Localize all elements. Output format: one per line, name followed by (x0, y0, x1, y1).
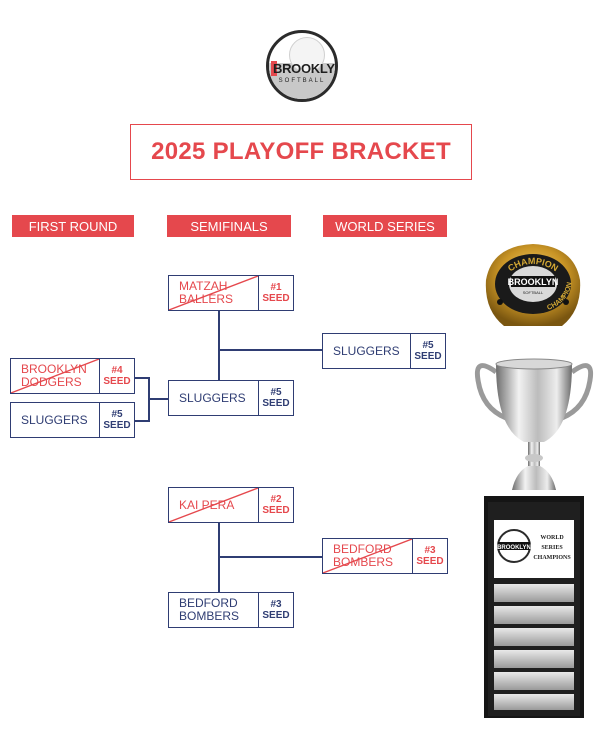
seed-word: SEED (103, 376, 131, 387)
team-name-line1: BROOKLYN (21, 362, 87, 376)
ring-word: BROOKLYN (508, 277, 559, 287)
team-name-line1: SLUGGERS (179, 390, 246, 405)
seed-number: #3 (270, 599, 282, 610)
connector (218, 349, 322, 351)
team-name-line1: MATZAH (179, 279, 228, 293)
seed-word: SEED (414, 351, 442, 362)
connector (148, 377, 150, 422)
eliminated-strike (169, 276, 258, 310)
seed-word: SEED (262, 610, 290, 621)
team-name-line2: BOMBERS (333, 555, 394, 569)
seed-number: #5 (111, 409, 123, 420)
team-name-line1: SLUGGERS (21, 412, 88, 427)
team-name-line1: SLUGGERS (333, 343, 400, 358)
seed-word: SEED (262, 505, 290, 516)
ring-sub: SOFTBALL (523, 290, 544, 295)
connector (218, 523, 220, 592)
seed-word: SEED (262, 398, 290, 409)
team-name-line2: BALLERS (179, 292, 234, 306)
seed-number: #5 (270, 387, 282, 398)
championship-ring-image: BROOKLYN SOFTBALL CHAMPION CHAMPION (485, 244, 581, 326)
logo-sub: SOFTBALL (278, 78, 326, 84)
round-header-world-series: WORLD SERIES (323, 215, 447, 237)
connector (218, 556, 322, 558)
seed-number: #2 (270, 494, 282, 505)
brooklyn-softball-logo: BROOKLYN SOFTBALL (266, 30, 338, 102)
seed-number: #3 (424, 545, 436, 556)
seed-number: #4 (111, 365, 123, 376)
connector (135, 420, 149, 422)
plaque-line3: CHAMPIONS (533, 555, 571, 561)
connector (135, 377, 149, 379)
team-name-line2: DODGERS (21, 375, 82, 389)
trophy-image: BROOKLYN WORLD SERIES CHAMPIONS (474, 358, 594, 718)
eliminated-strike (323, 539, 412, 573)
connector (148, 398, 170, 400)
plaque-line2: SERIES (541, 545, 563, 551)
team-name-line1: BEDFORD (179, 596, 238, 610)
trophy-logo-word: BROOKLYN (497, 545, 531, 551)
seed-word: SEED (262, 293, 290, 304)
plaque-line1: WORLD (540, 535, 564, 541)
softball-icon (289, 37, 325, 73)
round-header-semifinals: SEMIFINALS (167, 215, 291, 237)
seed-number: #1 (270, 282, 282, 293)
eliminated-strike (169, 488, 258, 522)
team-name-line2: BOMBERS (179, 609, 240, 623)
team-name-line1: KAI PERA (179, 497, 235, 512)
round-header-first: FIRST ROUND (12, 215, 134, 237)
eliminated-strike (11, 359, 99, 393)
page-title: 2025 PLAYOFF BRACKET (130, 124, 472, 180)
logo-word: BROOKLYN (273, 61, 338, 76)
connector (218, 311, 220, 380)
seed-word: SEED (416, 556, 444, 567)
seed-number: #5 (422, 340, 434, 351)
seed-word: SEED (103, 420, 131, 431)
